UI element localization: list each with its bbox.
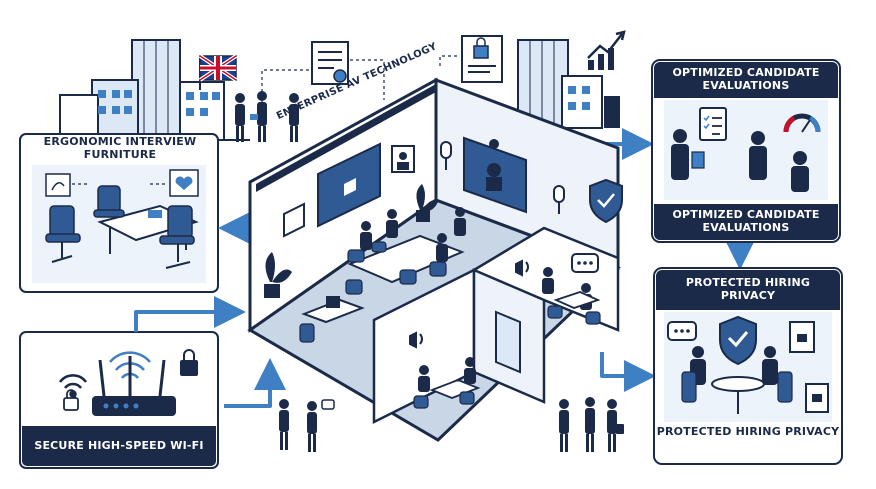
furniture-label: ERGONOMIC INTERVIEW FURNITURE (43, 135, 197, 161)
secure-document-icon (461, 35, 503, 83)
camera-icon (344, 178, 356, 196)
gauge-icon (783, 113, 821, 133)
evaluation-label-top: OPTIMIZED CANDIDATE EVALUATIONS (654, 62, 838, 98)
uk-flag-icon (198, 54, 238, 90)
plant-icon (264, 184, 438, 298)
lock-icon (180, 349, 198, 376)
office-chair-icon (45, 185, 195, 245)
privacy-panel (653, 267, 843, 465)
speaker-icon (409, 259, 529, 349)
city-skyline-left (20, 39, 250, 141)
shield-check-icon (589, 178, 623, 224)
evaluation-panel (651, 59, 841, 243)
wifi-label: SECURE HIGH-SPEED WI-FI (22, 426, 216, 466)
router-icon (92, 356, 176, 416)
lock-icon-small (63, 389, 79, 411)
isometric-room (247, 77, 623, 442)
furniture-panel (19, 133, 219, 293)
secure-document-icon (789, 321, 829, 413)
privacy-label-top: PROTECTED HIRING PRIVACY (656, 270, 840, 310)
privacy-label-bottom: PROTECTED HIRING PRIVACY (656, 425, 840, 438)
chair-sketch-icon (45, 173, 71, 197)
microphone-icon (440, 141, 565, 214)
chat-bubble-icon (571, 253, 599, 273)
chat-bubble-icon (667, 321, 697, 341)
people-walking (279, 399, 335, 452)
people-meeting (559, 397, 624, 452)
document-icon (311, 41, 349, 85)
business-people-handshake (235, 91, 299, 142)
clipboard-icon (699, 107, 727, 141)
webcam-icon (489, 139, 499, 149)
growth-chart-icon (587, 30, 626, 70)
evaluation-label-bottom: OPTIMIZED CANDIDATE EVALUATIONS (654, 204, 838, 240)
